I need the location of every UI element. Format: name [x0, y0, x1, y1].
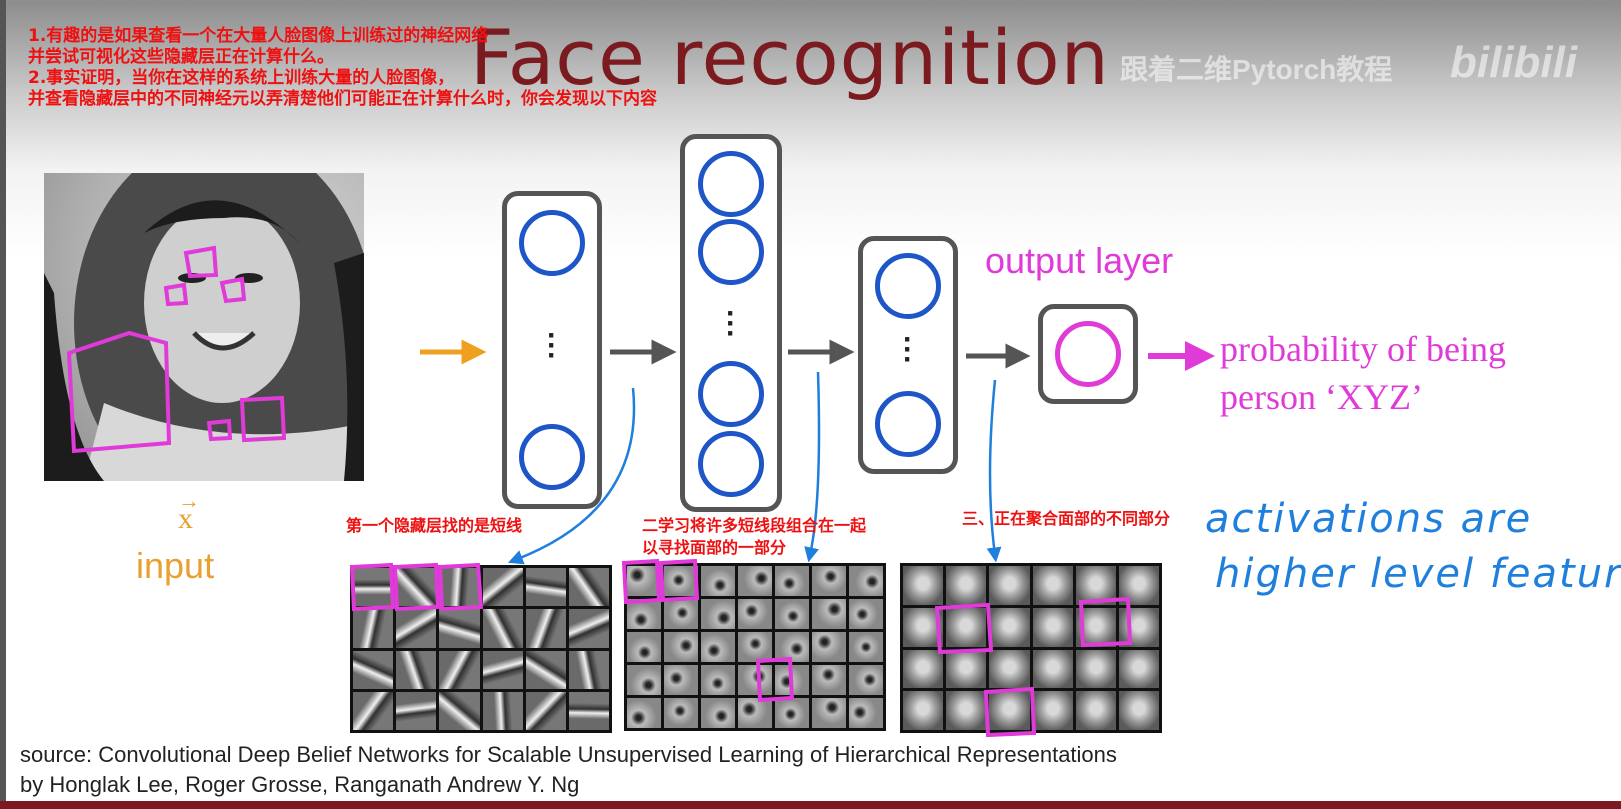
bottom-bar [0, 801, 1621, 809]
source-line-1: source: Convolutional Deep Belief Networ… [20, 740, 1117, 770]
source-citation: source: Convolutional Deep Belief Networ… [20, 740, 1117, 800]
source-line-2: by Honglak Lee, Roger Grosse, Ranganath … [20, 770, 1117, 800]
